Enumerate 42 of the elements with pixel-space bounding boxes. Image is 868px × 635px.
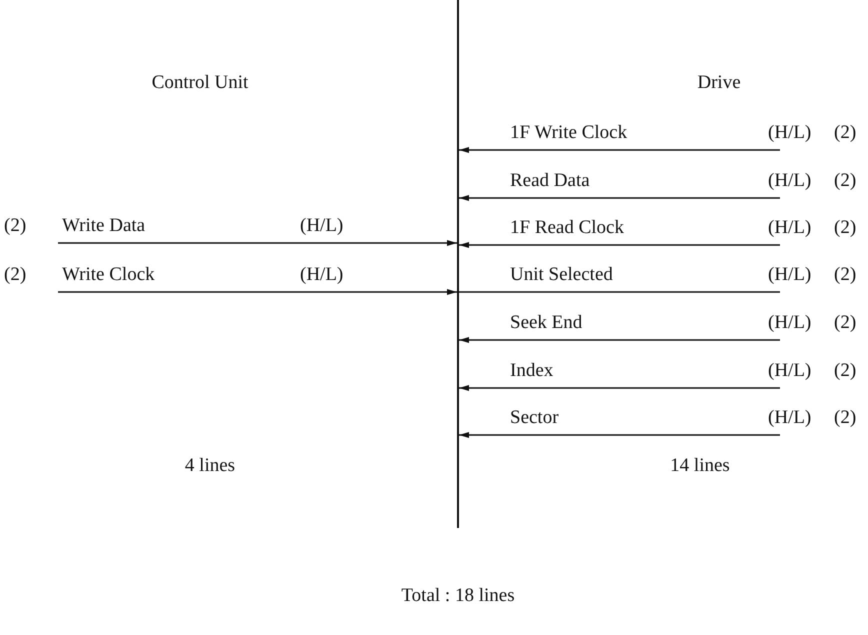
signal-level: (H/L) [768, 264, 812, 286]
signal-arrow [58, 240, 457, 246]
signal-level: (H/L) [768, 407, 812, 429]
total-note: Total : 18 lines [401, 585, 515, 607]
signal-arrow [459, 195, 780, 201]
signal-name: Index [510, 360, 554, 382]
signal-arrow [459, 147, 780, 153]
line-count: (2) [834, 312, 856, 334]
line-count: (2) [4, 264, 26, 286]
line-count: (2) [834, 122, 856, 144]
line-count-note: 14 lines [670, 455, 730, 477]
signal-line [459, 291, 780, 293]
line-count-note: 4 lines [184, 455, 236, 477]
signal-name: Write Data [62, 215, 146, 237]
signal-name: Read Data [510, 170, 590, 192]
line-count: (2) [834, 360, 856, 382]
signal-level: (H/L) [768, 360, 812, 382]
line-count: (2) [834, 170, 856, 192]
signal-name: Seek End [510, 312, 582, 334]
signal-level: (H/L) [300, 215, 344, 237]
signal-name: Unit Selected [510, 264, 613, 286]
signal-name: 1F Write Clock [510, 122, 628, 144]
divider-bar [457, 0, 459, 528]
signal-level: (H/L) [768, 312, 812, 334]
line-count: (2) [834, 264, 856, 286]
signal-arrow [459, 385, 780, 391]
line-count: (2) [4, 215, 26, 237]
signal-arrow [459, 337, 780, 343]
signal-level: (H/L) [768, 170, 812, 192]
signal-arrow [58, 289, 457, 295]
signal-name: Write Clock [62, 264, 155, 286]
signal-name: Sector [510, 407, 559, 429]
signal-arrow [459, 242, 780, 248]
signal-level: (H/L) [768, 122, 812, 144]
column-heading: Control Unit [152, 72, 248, 94]
line-count: (2) [834, 407, 856, 429]
signal-name: 1F Read Clock [510, 217, 624, 239]
column-heading: Drive [697, 72, 741, 94]
line-count: (2) [834, 217, 856, 239]
signal-level: (H/L) [768, 217, 812, 239]
signal-arrow [459, 432, 780, 438]
signal-level: (H/L) [300, 264, 344, 286]
